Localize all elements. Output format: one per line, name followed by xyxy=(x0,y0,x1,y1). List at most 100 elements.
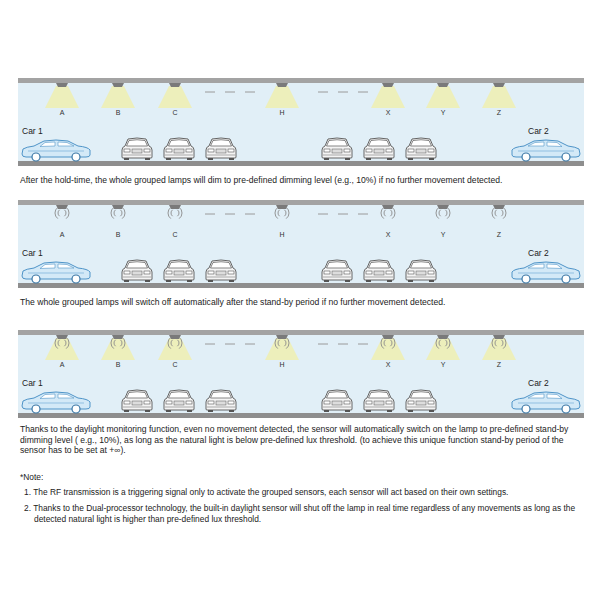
lamp-fixture xyxy=(437,205,449,209)
car-headlight xyxy=(386,271,392,274)
parking-panel xyxy=(18,330,584,418)
note-heading: *Note: xyxy=(20,472,586,483)
lamp-letter: X xyxy=(381,109,395,118)
light-cone xyxy=(426,86,460,108)
lamp-letter: H xyxy=(275,361,289,370)
panel-ground xyxy=(18,200,584,286)
sensor-wave xyxy=(445,210,447,216)
lamp-letter: A xyxy=(55,109,69,118)
continuation-dash xyxy=(338,92,348,93)
car-window xyxy=(528,264,562,269)
car-grille xyxy=(374,401,384,405)
continuation-dash xyxy=(358,344,368,345)
car-grille xyxy=(132,401,142,405)
car-line xyxy=(28,403,84,404)
continuation-dash xyxy=(225,214,235,215)
sensor-wave xyxy=(392,207,395,218)
car-label: Car 2 xyxy=(528,126,549,137)
panel-ground xyxy=(18,78,584,164)
sensor-wave xyxy=(58,210,60,216)
car-bumper xyxy=(165,277,193,278)
car-headlight xyxy=(408,149,414,152)
floor-bar xyxy=(18,283,584,288)
front-car xyxy=(406,260,436,282)
car-windshield xyxy=(169,392,190,398)
car-body xyxy=(406,138,436,158)
car-wheel xyxy=(562,275,570,283)
car-wheel xyxy=(72,153,80,161)
lamp-fixture xyxy=(276,205,288,209)
car-windshield xyxy=(369,262,390,268)
car-body xyxy=(122,260,152,280)
sensor-wave xyxy=(114,340,116,346)
car-headlight xyxy=(186,149,192,152)
car-grille xyxy=(132,271,142,275)
sensor-wave xyxy=(495,340,497,346)
sensor-wave xyxy=(171,210,173,216)
lamp-fixture xyxy=(437,83,449,87)
front-car xyxy=(406,138,436,160)
lamp-letter: H xyxy=(275,109,289,118)
continuation-dash xyxy=(358,92,368,93)
car-body xyxy=(406,390,436,410)
front-car xyxy=(206,260,236,282)
continuation-dash xyxy=(205,344,215,345)
car-windshield xyxy=(127,392,148,398)
sensor-wave xyxy=(381,337,384,348)
lamp-fixture xyxy=(276,83,288,87)
light-cone xyxy=(158,338,192,360)
ceiling-bar xyxy=(18,330,584,335)
car-headlight xyxy=(144,401,150,404)
sensor-wave xyxy=(390,210,392,216)
lamp-fixture xyxy=(276,335,288,339)
car-headlight xyxy=(166,401,172,404)
lamp-letter: B xyxy=(111,361,125,370)
sensor-wave xyxy=(122,337,125,348)
sensor-wave xyxy=(66,337,69,348)
car-body xyxy=(164,260,194,280)
lamp-letter: C xyxy=(168,361,182,370)
car-grille xyxy=(332,401,342,405)
caption-text: After the hold-time, the whole grouped l… xyxy=(20,175,588,186)
car-bumper xyxy=(323,407,351,408)
car-headlight xyxy=(186,271,192,274)
car-wheel xyxy=(562,405,570,413)
sensor-wave xyxy=(286,337,289,348)
car-body xyxy=(364,390,394,410)
sensor-wave xyxy=(66,207,69,218)
car-body xyxy=(122,390,152,410)
car-windshield xyxy=(211,140,232,146)
light-cone xyxy=(371,338,405,360)
car-grille xyxy=(174,401,184,405)
front-car xyxy=(364,260,394,282)
car-headlight xyxy=(124,271,130,274)
continuation-dash xyxy=(318,214,328,215)
car-headlight xyxy=(324,271,330,274)
car-grille xyxy=(216,401,226,405)
car-headlight xyxy=(186,401,192,404)
car-bumper xyxy=(123,277,151,278)
front-car xyxy=(122,390,152,412)
car-window xyxy=(40,394,74,399)
car-headlight xyxy=(366,401,372,404)
car-body xyxy=(364,260,394,280)
car-label: Car 2 xyxy=(528,378,549,389)
car-bumper xyxy=(123,407,151,408)
front-car xyxy=(122,138,152,160)
light-cone xyxy=(265,86,299,108)
front-car xyxy=(122,260,152,282)
car-line xyxy=(28,151,84,152)
note-text: 1. The RF transmission is a triggering s… xyxy=(24,487,600,498)
front-car xyxy=(322,260,352,282)
continuation-dash xyxy=(245,214,255,215)
continuation-dash xyxy=(205,92,215,93)
lamp-letter: X xyxy=(381,361,395,370)
car-headlight xyxy=(144,149,150,152)
lamp-fixture xyxy=(169,335,181,339)
car-headlight xyxy=(344,271,350,274)
car-grille xyxy=(416,271,426,275)
car-windshield xyxy=(127,262,148,268)
floor-bar xyxy=(18,161,584,166)
car-headlight xyxy=(166,149,172,152)
